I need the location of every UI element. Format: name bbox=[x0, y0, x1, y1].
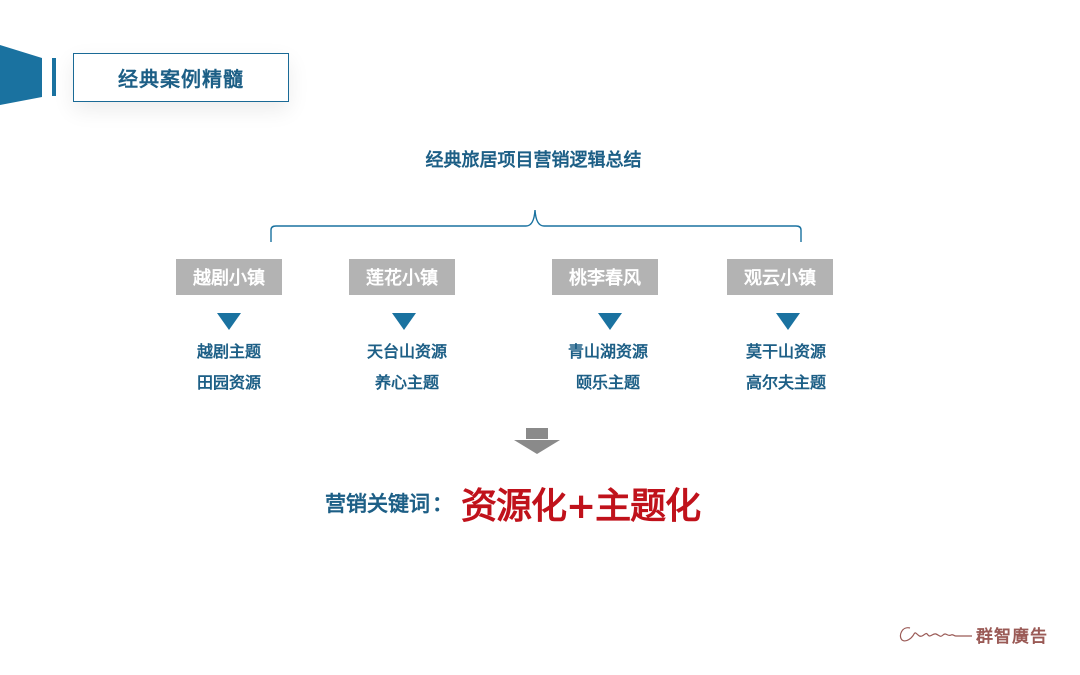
column-item: 高尔夫主题 bbox=[745, 373, 826, 392]
column-item: 天台山资源 bbox=[366, 342, 447, 361]
keyword-line: 营销关键词 ： 资源化+主题化 bbox=[325, 478, 701, 528]
column-item: 颐乐主题 bbox=[575, 373, 640, 392]
corner-decoration bbox=[0, 45, 56, 105]
signature-logo-icon bbox=[899, 627, 972, 642]
down-arrow-icon bbox=[514, 428, 560, 454]
logo-text: 群智廣告 bbox=[976, 626, 1048, 647]
diagram-subtitle: 经典旅居项目营销逻辑总结 bbox=[425, 150, 642, 171]
column-item: 越剧主题 bbox=[196, 342, 261, 361]
down-triangle-icon bbox=[776, 313, 800, 330]
section-title: 经典案例精髓 bbox=[73, 53, 289, 102]
category-lianhua-town: 莲花小镇 bbox=[349, 259, 455, 295]
category-taoli-chunfeng: 桃李春风 bbox=[552, 259, 658, 295]
keyword-value: 资源化+主题化 bbox=[461, 486, 701, 527]
category-guanyun-town: 观云小镇 bbox=[727, 259, 833, 295]
company-logo: 群智廣告 bbox=[896, 620, 1048, 648]
column-item: 田园资源 bbox=[196, 373, 261, 392]
keyword-label: 营销关键词 bbox=[325, 492, 430, 516]
column-item: 莫干山资源 bbox=[745, 342, 826, 361]
down-triangle-icon bbox=[392, 313, 416, 330]
grouping-brace bbox=[270, 209, 802, 242]
down-triangle-icon bbox=[598, 313, 622, 330]
column-item: 养心主题 bbox=[374, 373, 439, 392]
category-yueju-town: 越剧小镇 bbox=[176, 259, 282, 295]
column-item: 青山湖资源 bbox=[567, 342, 648, 361]
keyword-colon: ： bbox=[432, 492, 453, 516]
down-triangle-icon bbox=[217, 313, 241, 330]
